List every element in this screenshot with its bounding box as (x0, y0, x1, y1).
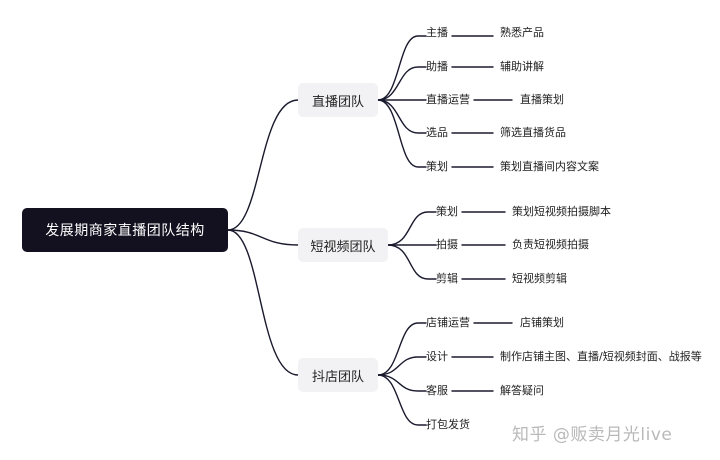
item-live-planning: 策划 (426, 160, 448, 173)
detail-shop-ops: 店铺策划 (520, 316, 564, 329)
item-product-selection: 选品 (426, 126, 448, 139)
link-shop-item-3 (377, 374, 427, 426)
item-filming: 拍摄 (436, 238, 458, 251)
item-assistant-host: 助播 (426, 60, 448, 73)
item-design: 设计 (426, 350, 448, 363)
item-live-ops: 直播运营 (426, 93, 470, 106)
item-host: 主播 (426, 26, 448, 39)
detail-host: 熟悉产品 (500, 26, 544, 39)
item-packing-shipping: 打包发货 (426, 418, 470, 431)
link-live-item-4 (377, 99, 427, 168)
link-live-item-1 (377, 66, 427, 101)
link-video-item-2 (387, 244, 437, 280)
link-shop-item-0 (377, 322, 427, 376)
link-root-shop (227, 229, 299, 376)
link-shop-item-2 (377, 374, 427, 392)
group-label: 短视频团队 (310, 239, 376, 255)
group-label: 抖店团队 (311, 369, 364, 385)
root-label: 发展期商家直播团队结构 (45, 223, 205, 239)
watermark: 知乎 @贩卖月光live (512, 425, 673, 445)
link-live-item-0 (377, 35, 427, 101)
group-label: 直播团队 (311, 94, 364, 110)
group-shop-team: 抖店团队 (298, 358, 378, 392)
detail-customer-service: 解答疑问 (500, 384, 544, 397)
detail-live-planning: 策划直播间内容文案 (500, 160, 599, 173)
link-root-video (227, 229, 299, 246)
detail-editing: 短视频剪辑 (512, 272, 567, 285)
group-short-video-team: 短视频团队 (298, 228, 388, 262)
link-live-item-3 (377, 99, 427, 134)
link-root-live (227, 99, 299, 231)
detail-video-planning: 策划短视频拍摄脚本 (512, 205, 611, 218)
group-live-team: 直播团队 (298, 83, 378, 117)
detail-product-selection: 筛选直播货品 (500, 126, 566, 139)
detail-assistant-host: 辅助讲解 (500, 60, 544, 73)
detail-design: 制作店铺主图、直播/短视频封面、战报等 (500, 350, 702, 363)
root-node: 发展期商家直播团队结构 (22, 208, 228, 252)
link-video-item-0 (387, 211, 437, 246)
detail-filming: 负责短视频拍摄 (512, 238, 589, 251)
item-shop-ops: 店铺运营 (426, 316, 470, 329)
item-video-planning: 策划 (436, 205, 458, 218)
item-editing: 剪辑 (436, 272, 458, 285)
link-shop-item-1 (377, 356, 427, 376)
detail-live-ops: 直播策划 (520, 93, 564, 106)
item-customer-service: 客服 (426, 384, 448, 397)
